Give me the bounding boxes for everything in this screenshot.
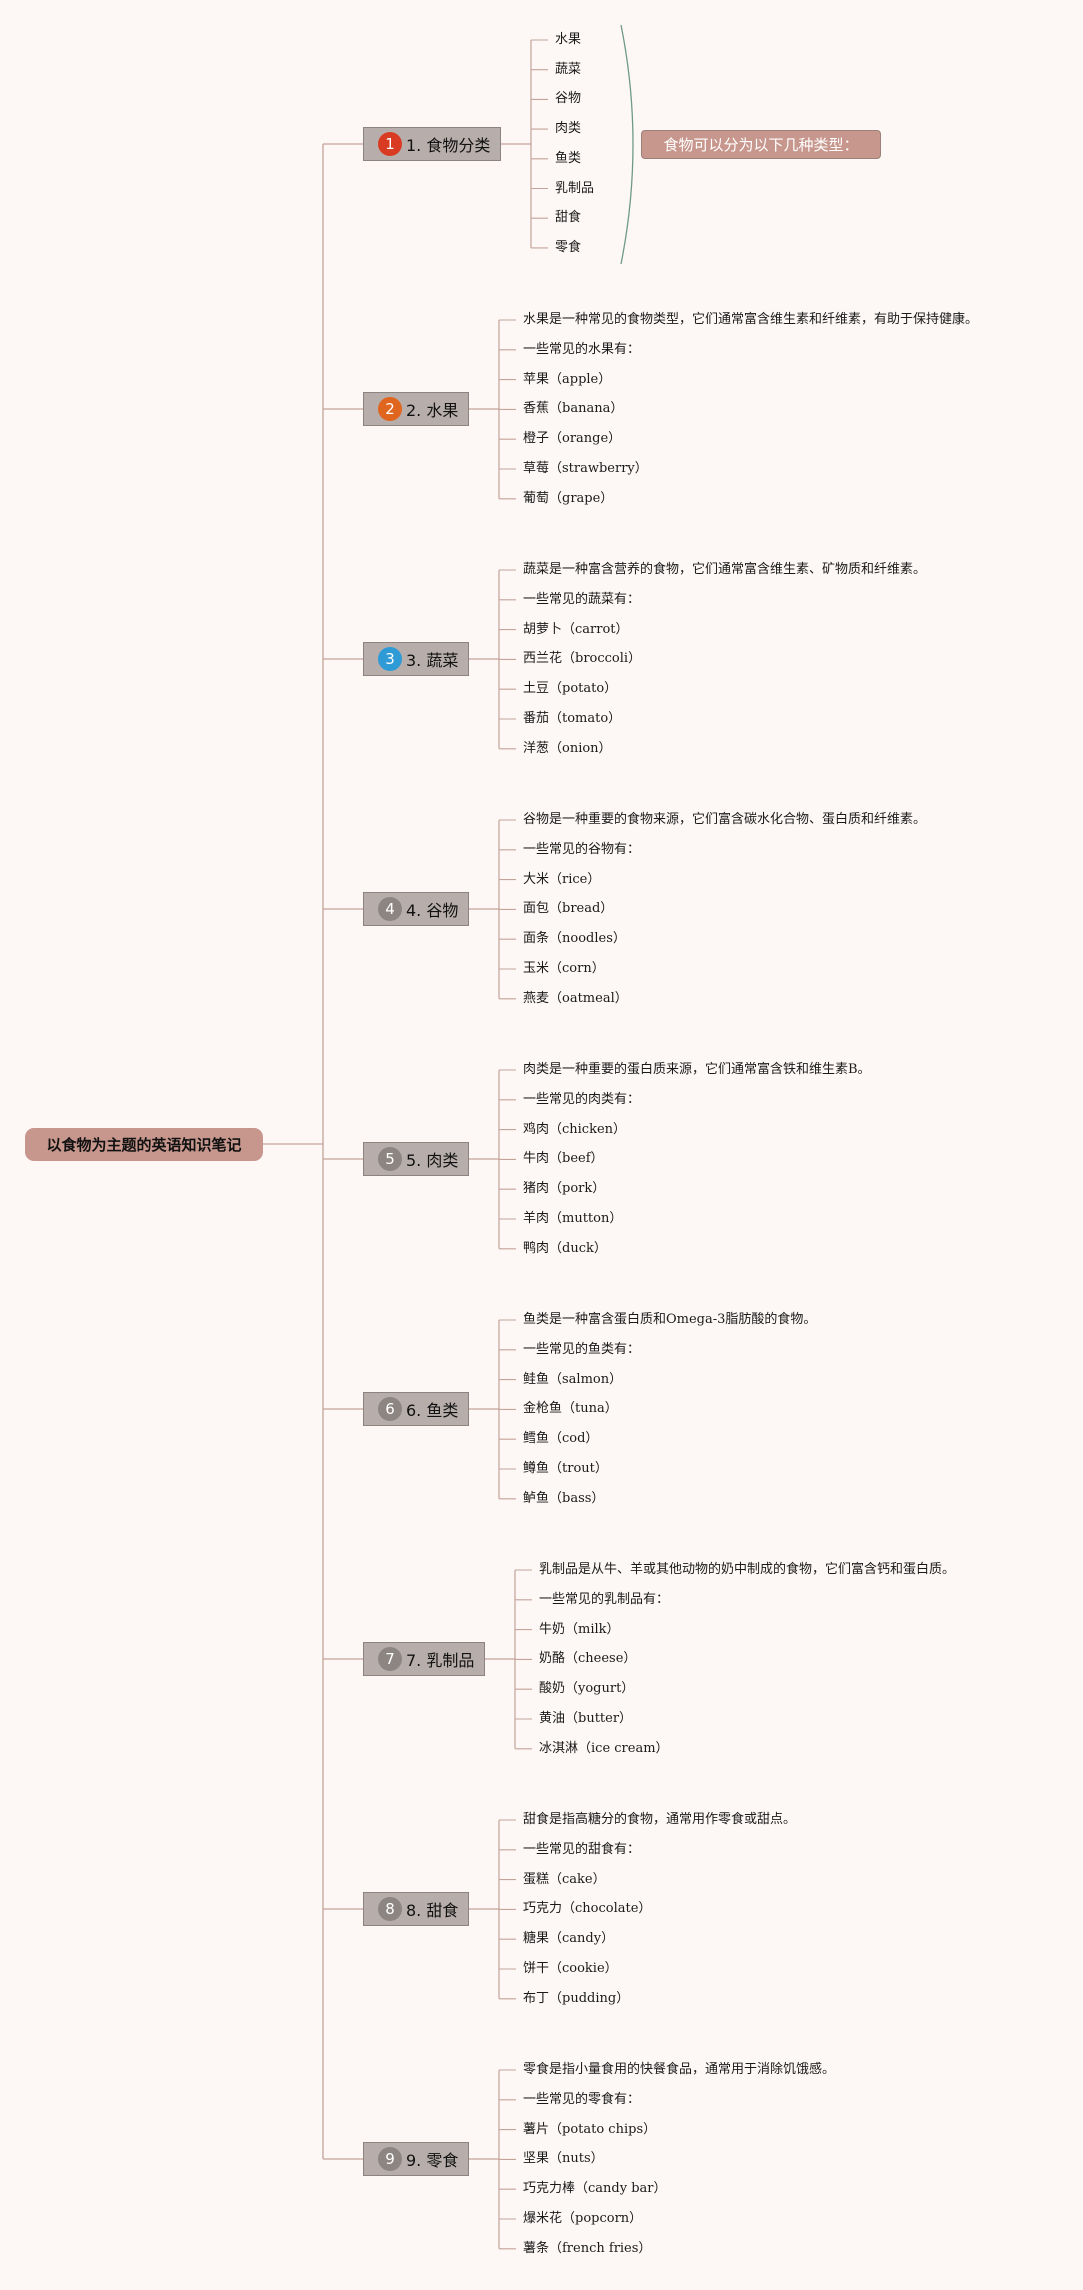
topic-number-badge: 6 — [378, 1397, 402, 1421]
leaf-item[interactable]: 羊肉（mutton） — [523, 1211, 623, 1226]
topic-label: 6. 鱼类 — [406, 1401, 459, 1420]
leaf-item[interactable]: 香蕉（banana） — [523, 401, 624, 417]
leaf-item[interactable]: 一些常见的鱼类有： — [523, 1341, 641, 1357]
leaf-item[interactable]: 蛋糕（cake） — [523, 1871, 606, 1887]
summary-brace — [620, 24, 634, 265]
topic-label: 4. 谷物 — [406, 901, 459, 920]
leaf-item[interactable]: 猪肉（pork） — [523, 1181, 606, 1197]
topic-number-badge: 5 — [378, 1147, 402, 1171]
leaf-item[interactable]: 葡萄（grape） — [523, 490, 614, 506]
topic-number-badge: 2 — [378, 397, 402, 421]
leaf-item[interactable]: 土豆（potato） — [523, 681, 618, 697]
leaf-item[interactable]: 一些常见的甜食有： — [523, 1841, 641, 1857]
leaf-item[interactable]: 零食 — [555, 239, 582, 255]
leaf-item[interactable]: 巧克力（chocolate） — [523, 1901, 652, 1917]
leaf-item[interactable]: 甜食 — [555, 210, 582, 226]
topic-number-badge: 1 — [378, 132, 402, 156]
leaf-item[interactable]: 西兰花（broccoli） — [523, 651, 642, 667]
leaf-item[interactable]: 冰淇淋（ice cream） — [539, 1740, 669, 1756]
leaf-item[interactable]: 水果是一种常见的食物类型，它们通常富含维生素和纤维素，有助于保持健康。 — [523, 312, 979, 327]
leaf-item[interactable]: 一些常见的零食有： — [523, 2091, 641, 2107]
topic-number-badge: 8 — [378, 1897, 402, 1921]
leaf-item[interactable]: 一些常见的谷物有： — [523, 841, 641, 857]
leaf-item[interactable]: 水果 — [555, 32, 582, 47]
leaf-item[interactable]: 薯条（french fries） — [523, 2240, 652, 2256]
leaf-item[interactable]: 酸奶（yogurt） — [539, 1681, 635, 1697]
summary-node[interactable]: 食物可以分为以下几种类型： — [641, 130, 881, 159]
topic-label: 5. 肉类 — [406, 1151, 459, 1170]
leaf-item[interactable]: 燕麦（oatmeal） — [523, 990, 628, 1006]
leaf-item[interactable]: 蔬菜 — [555, 61, 582, 77]
leaf-item[interactable]: 谷物是一种重要的食物来源，它们富含碳水化合物、蛋白质和纤维素。 — [523, 812, 927, 827]
topic-number-badge: 7 — [378, 1647, 402, 1671]
topic-label: 8. 甜食 — [406, 1901, 459, 1920]
leaf-item[interactable]: 金枪鱼（tuna） — [523, 1401, 618, 1417]
leaf-item[interactable]: 面条（noodles） — [523, 931, 626, 947]
leaf-item[interactable]: 鱼类是一种富含蛋白质和Omega-3脂肪酸的食物。 — [523, 1312, 817, 1327]
leaf-item[interactable]: 鱼类 — [555, 150, 582, 166]
root-node[interactable]: 以食物为主题的英语知识笔记 — [25, 1128, 263, 1161]
leaf-item[interactable]: 蔬菜是一种富含营养的食物，它们通常富含维生素、矿物质和纤维素。 — [523, 562, 927, 577]
leaf-item[interactable]: 零食是指小量食用的快餐食品，通常用于消除饥饿感。 — [523, 2062, 836, 2077]
topic-label: 1. 食物分类 — [406, 136, 491, 155]
leaf-item[interactable]: 鳟鱼（trout） — [523, 1461, 608, 1476]
topic-number-badge: 9 — [378, 2147, 402, 2171]
leaf-item[interactable]: 牛奶（milk） — [539, 1621, 620, 1637]
leaf-item[interactable]: 玉米（corn） — [523, 961, 605, 976]
leaf-item[interactable]: 乳制品是从牛、羊或其他动物的奶中制成的食物，它们富含钙和蛋白质。 — [539, 1562, 956, 1577]
leaf-item[interactable]: 洋葱（onion） — [523, 740, 612, 756]
leaf-item[interactable]: 草莓（strawberry） — [523, 461, 648, 476]
leaf-item[interactable]: 鸭肉（duck） — [523, 1240, 607, 1256]
leaf-item[interactable]: 巧克力棒（candy bar） — [523, 2181, 667, 2197]
topic-label: 9. 零食 — [406, 2151, 459, 2170]
leaf-item[interactable]: 奶酪（cheese） — [539, 1651, 637, 1667]
leaf-item[interactable]: 鳕鱼（cod） — [523, 1431, 599, 1447]
leaf-item[interactable]: 肉类是一种重要的蛋白质来源，它们通常富含铁和维生素B。 — [523, 1062, 871, 1077]
topic-label: 7. 乳制品 — [406, 1651, 475, 1670]
leaf-item[interactable]: 鲈鱼（bass） — [523, 1490, 605, 1506]
leaf-item[interactable]: 一些常见的肉类有： — [523, 1091, 641, 1107]
leaf-item[interactable]: 黄油（butter） — [539, 1711, 633, 1726]
leaf-item[interactable]: 乳制品 — [555, 180, 595, 196]
topic-label: 2. 水果 — [406, 401, 459, 420]
leaf-item[interactable]: 肉类 — [555, 121, 582, 137]
leaf-item[interactable]: 饼干（cookie） — [523, 1961, 618, 1976]
leaf-item[interactable]: 牛肉（beef） — [523, 1151, 604, 1167]
leaf-item[interactable]: 糖果（candy） — [523, 1931, 615, 1947]
leaf-item[interactable]: 番茄（tomato） — [523, 711, 622, 726]
topic-label: 3. 蔬菜 — [406, 651, 459, 670]
leaf-item[interactable]: 一些常见的水果有： — [523, 341, 641, 357]
leaf-item[interactable]: 苹果（apple） — [523, 371, 612, 387]
leaf-item[interactable]: 一些常见的乳制品有： — [539, 1591, 670, 1607]
leaf-item[interactable]: 薯片（potato chips） — [523, 2121, 657, 2137]
leaf-item[interactable]: 大米（rice） — [523, 871, 601, 887]
leaf-item[interactable]: 坚果（nuts） — [523, 2151, 604, 2167]
leaf-item[interactable]: 胡萝卜（carrot） — [523, 621, 629, 637]
leaf-item[interactable]: 面包（bread） — [523, 901, 614, 917]
leaf-item[interactable]: 鸡肉（chicken） — [523, 1121, 627, 1137]
leaf-item[interactable]: 谷物 — [555, 91, 582, 107]
leaf-item[interactable]: 鲑鱼（salmon） — [523, 1371, 623, 1387]
leaf-item[interactable]: 爆米花（popcorn） — [523, 2211, 643, 2226]
topic-number-badge: 3 — [378, 647, 402, 671]
leaf-item[interactable]: 一些常见的蔬菜有： — [523, 591, 641, 607]
topic-number-badge: 4 — [378, 897, 402, 921]
leaf-item[interactable]: 甜食是指高糖分的食物，通常用作零食或甜点。 — [523, 1812, 797, 1827]
leaf-item[interactable]: 橙子（orange） — [523, 431, 622, 447]
leaf-item[interactable]: 布丁（pudding） — [523, 1990, 630, 2006]
